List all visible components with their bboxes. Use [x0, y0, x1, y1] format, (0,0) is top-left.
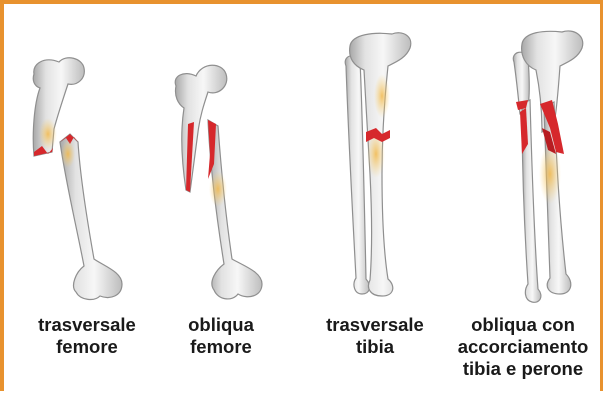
caption-line: obliqua: [166, 314, 276, 336]
caption-panel-1: trasversale femore: [22, 314, 152, 358]
caption-line: trasversale: [22, 314, 152, 336]
caption-panel-4: obliqua con accorciamento tibia e perone: [448, 314, 598, 380]
caption-line: femore: [22, 336, 152, 358]
caption-panel-3: trasversale tibia: [310, 314, 440, 358]
caption-line: accorciamento: [448, 336, 598, 358]
caption-line: obliqua con: [448, 314, 598, 336]
caption-line: trasversale: [310, 314, 440, 336]
femur-oblique-illustration: [175, 65, 262, 299]
caption-line: femore: [166, 336, 276, 358]
femur-transverse-illustration: [33, 58, 122, 300]
caption-line: tibia: [310, 336, 440, 358]
tibia-fibula-oblique-illustration: [513, 31, 582, 302]
caption-panel-2: obliqua femore: [166, 314, 276, 358]
caption-line: tibia e perone: [448, 358, 598, 380]
tibia-transverse-illustration: [345, 33, 411, 296]
